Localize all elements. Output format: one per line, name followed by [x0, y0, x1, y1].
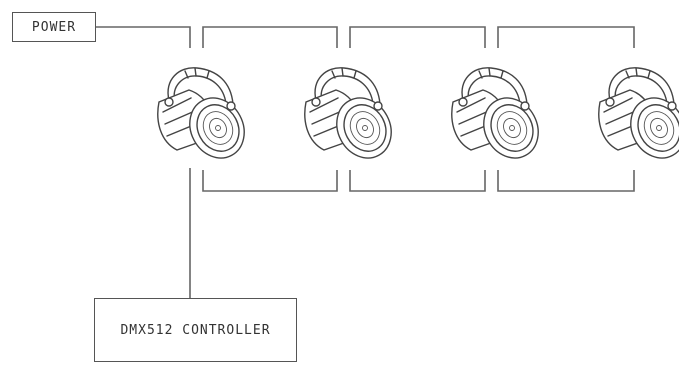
par-fixture-1	[157, 67, 256, 169]
par-fixture-3	[451, 67, 550, 169]
power-link-2-3	[349, 26, 486, 48]
par-fixture-4	[598, 67, 679, 169]
power-label-box: POWER	[12, 12, 96, 42]
dmx-controller-box: DMX512 CONTROLLER	[94, 298, 297, 362]
power-wire-main	[96, 26, 191, 48]
dmx-link-1-2	[202, 170, 338, 192]
dmx-link-2-3	[349, 170, 486, 192]
dmx-controller-label: DMX512 CONTROLLER	[120, 322, 271, 338]
power-link-1-2	[202, 26, 338, 48]
dmx-link-3-4	[497, 170, 635, 192]
power-link-3-4	[497, 26, 635, 48]
power-label: POWER	[31, 19, 77, 35]
par-fixture-2	[304, 67, 403, 169]
